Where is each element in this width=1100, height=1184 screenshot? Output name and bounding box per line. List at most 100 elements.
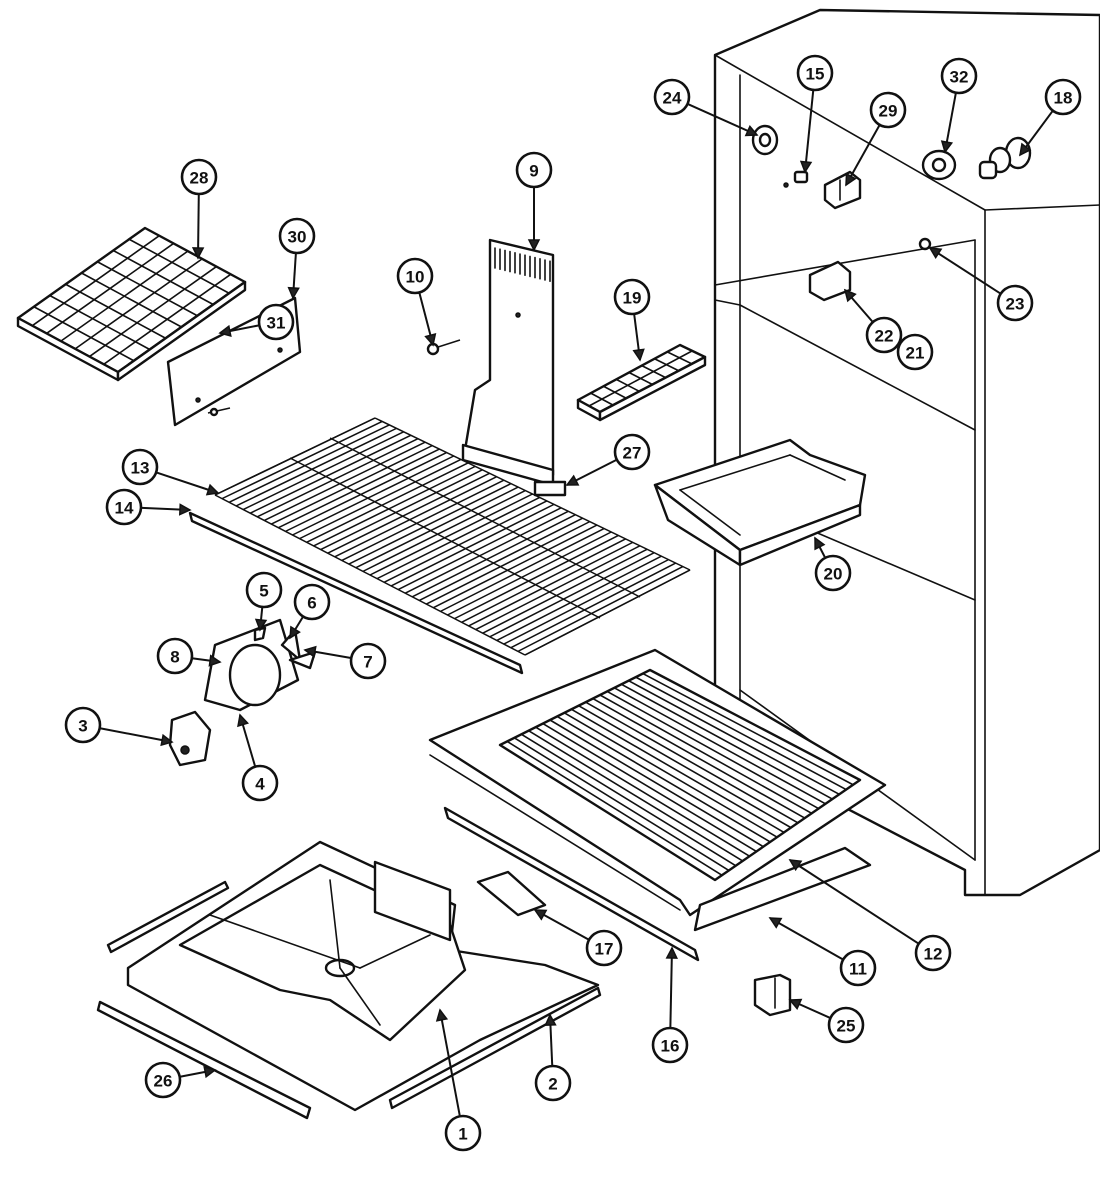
callout-circle xyxy=(996,284,1034,322)
callout-circle xyxy=(1044,78,1082,116)
callout-leader xyxy=(769,917,843,960)
callout-label: 24 xyxy=(663,89,682,108)
callout-circle xyxy=(896,333,934,371)
callout-circle xyxy=(814,554,852,592)
callout-leader xyxy=(804,90,815,173)
leader-arrowhead xyxy=(1019,142,1032,157)
callout-circle xyxy=(651,1026,689,1064)
callout-circle xyxy=(796,54,834,92)
callout-3: 3 xyxy=(64,706,174,747)
pan-rail xyxy=(96,1000,312,1120)
callout-label: 30 xyxy=(288,228,307,247)
callout-28: 28 xyxy=(180,158,218,260)
callout-25: 25 xyxy=(788,998,865,1044)
leader-arrowhead xyxy=(205,483,220,496)
leader-arrowhead xyxy=(928,247,943,260)
callout-label: 19 xyxy=(623,289,642,308)
control-knob xyxy=(921,149,957,181)
callout-circle xyxy=(515,151,553,189)
leader-arrowhead xyxy=(203,1065,217,1079)
callout-circle xyxy=(914,934,952,972)
callout-8: 8 xyxy=(156,637,222,675)
callout-label: 17 xyxy=(595,940,614,959)
ice-tray xyxy=(576,343,707,422)
callout-16: 16 xyxy=(651,946,689,1064)
callout-circle xyxy=(293,583,331,621)
callout-24: 24 xyxy=(653,78,759,137)
leader-arrowhead xyxy=(237,713,249,728)
leader-arrowhead xyxy=(218,324,232,338)
callout-label: 8 xyxy=(170,648,179,667)
duct-bracket xyxy=(533,480,567,497)
callout-circle xyxy=(180,158,218,196)
leader-arrowhead xyxy=(533,909,548,921)
callout-26: 26 xyxy=(144,1061,217,1099)
callout-circle xyxy=(121,448,159,486)
bulb-socket xyxy=(793,170,809,184)
callout-9: 9 xyxy=(515,151,553,252)
callout-label: 10 xyxy=(406,268,425,287)
air-duct xyxy=(461,238,555,487)
callout-27: 27 xyxy=(565,433,651,486)
callout-17: 17 xyxy=(533,909,623,967)
callout-circle xyxy=(839,949,877,987)
leader-arrowhead xyxy=(565,474,580,486)
callout-label: 5 xyxy=(259,582,268,601)
callout-10: 10 xyxy=(396,257,437,347)
shelf-trim xyxy=(443,806,700,962)
callout-label: 16 xyxy=(661,1037,680,1056)
leader-arrowhead xyxy=(788,998,803,1011)
shelf-trim xyxy=(188,511,524,675)
leader-arrowhead xyxy=(435,1008,449,1022)
callout-label: 32 xyxy=(950,68,969,87)
callout-2: 2 xyxy=(534,1013,572,1102)
callout-circle xyxy=(144,1061,182,1099)
callout-label: 18 xyxy=(1054,89,1073,108)
pan-rail xyxy=(106,880,230,954)
callout-label: 27 xyxy=(623,444,642,463)
callout-leader xyxy=(845,125,881,186)
callout-circle xyxy=(278,217,316,255)
callout-circle xyxy=(585,929,623,967)
callout-circle xyxy=(827,1006,865,1044)
callout-32: 32 xyxy=(940,57,978,154)
leader-arrowhead xyxy=(287,286,300,300)
callout-11: 11 xyxy=(768,917,877,987)
leader-arrowhead xyxy=(632,348,645,362)
callout-circle xyxy=(613,433,651,471)
callout-14: 14 xyxy=(105,488,192,526)
leader-arrowhead xyxy=(303,645,317,658)
leader-arrowhead xyxy=(665,946,678,959)
callout-6: 6 xyxy=(289,583,331,640)
callout-20: 20 xyxy=(814,536,852,592)
callout-circle xyxy=(444,1114,482,1152)
callout-4: 4 xyxy=(237,713,279,802)
callout-5: 5 xyxy=(245,571,283,632)
fan-blade xyxy=(280,628,317,670)
wire-shelf xyxy=(214,417,691,656)
screw-part xyxy=(918,237,932,251)
callout-label: 9 xyxy=(529,162,538,181)
leader-arrowhead xyxy=(768,917,783,929)
callout-22: 22 xyxy=(843,288,903,354)
fan-bracket xyxy=(203,618,300,712)
callout-7: 7 xyxy=(303,642,387,680)
glass-panel xyxy=(693,846,872,932)
callout-label: 2 xyxy=(548,1075,557,1094)
crisper-cover xyxy=(428,648,887,917)
callout-1: 1 xyxy=(435,1008,482,1152)
callout-23: 23 xyxy=(928,247,1034,322)
callout-label: 7 xyxy=(363,653,372,672)
callout-label: 21 xyxy=(906,344,925,363)
callout-18: 18 xyxy=(1019,78,1082,157)
callout-circle xyxy=(653,78,691,116)
fan-motor xyxy=(168,710,212,767)
leader-arrowhead xyxy=(843,288,857,303)
leader-arrowhead xyxy=(744,124,759,137)
callout-leader xyxy=(929,247,1001,295)
callout-label: 20 xyxy=(824,565,843,584)
callout-label: 31 xyxy=(267,314,286,333)
callout-leader xyxy=(688,103,758,136)
